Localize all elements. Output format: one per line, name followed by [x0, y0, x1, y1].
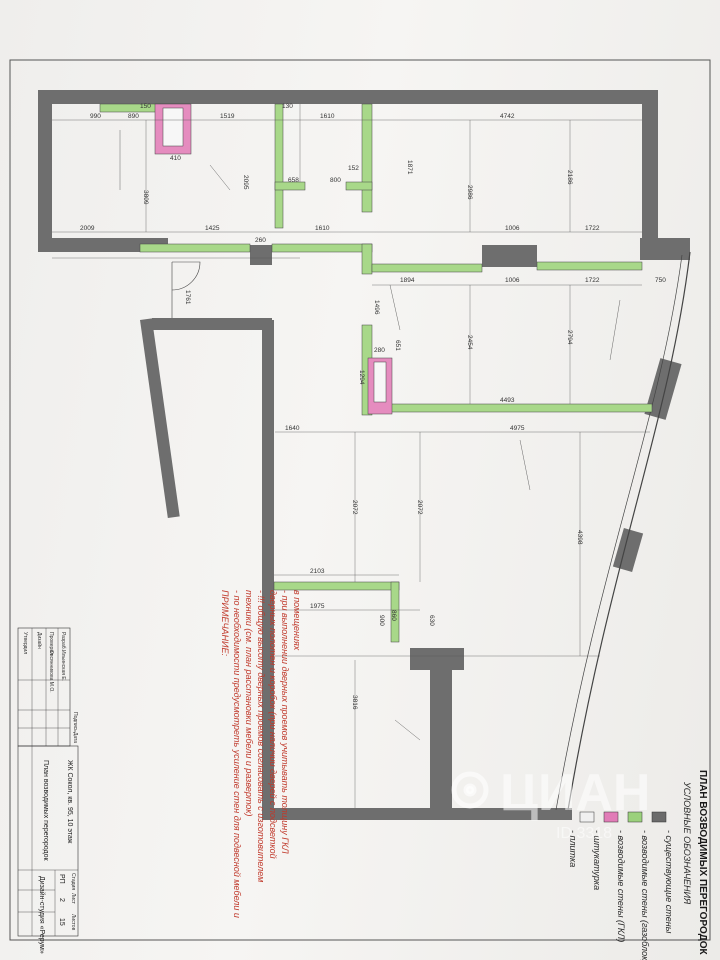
svg-text:750: 750 [655, 277, 666, 284]
legend-swatch-existing [651, 811, 667, 823]
svg-text:130: 130 [282, 103, 293, 110]
svg-text:280: 280 [374, 347, 385, 354]
svg-text:900: 900 [378, 615, 385, 626]
title-row-role: Утвердил [22, 632, 28, 654]
svg-text:3816: 3816 [351, 695, 358, 710]
note-line: в помещениях [292, 590, 302, 651]
sheets-value: 15 [58, 918, 65, 926]
svg-text:152: 152 [348, 165, 359, 172]
svg-text:2794: 2794 [566, 330, 573, 345]
title-row-name: Овсянникова М.О. [48, 650, 54, 693]
legend-swatch-gkl [603, 811, 619, 823]
legend-swatch-plaster [579, 811, 595, 823]
svg-text:2454: 2454 [466, 335, 473, 350]
svg-text:2072: 2072 [416, 500, 423, 515]
legend-label: - плитка [568, 830, 578, 867]
watermark-id: ID 3318 [556, 825, 612, 842]
studio-name: Дизайн-студия «Рерум» [38, 876, 46, 954]
svg-text:1006: 1006 [505, 225, 520, 232]
legend: ПЛАН ВОЗВОДИМЫХ ПЕРЕГОРОДОК УСЛОВНЫЕ ОБО… [568, 770, 708, 960]
floor-plan: 990 890 1519 1610 4742 2009 1425 1610 10… [38, 90, 691, 820]
col-date: Дата [72, 732, 78, 743]
note-line: - при выполнении дверных проемов учитыва… [280, 590, 290, 854]
svg-text:1894: 1894 [400, 277, 415, 284]
svg-text:1761: 1761 [184, 290, 191, 305]
svg-text:890: 890 [128, 113, 139, 120]
title-row-role: Проверил [48, 632, 54, 655]
title-row-role: Разраб. [60, 632, 66, 650]
svg-text:990: 990 [90, 113, 101, 120]
sheet-border [9, 59, 711, 941]
cian-logo-icon [451, 771, 489, 809]
svg-text:860: 860 [390, 610, 397, 621]
svg-text:260: 260 [255, 237, 266, 244]
svg-text:1610: 1610 [315, 225, 330, 232]
svg-text:1425: 1425 [205, 225, 220, 232]
svg-text:800: 800 [330, 177, 341, 184]
sheets-label: Листов [70, 914, 76, 931]
svg-text:3809: 3809 [142, 190, 149, 205]
stage-value: РП [58, 874, 65, 884]
notes-title: ПРИМЕЧАНИЕ: [220, 590, 230, 656]
svg-text:150: 150 [140, 103, 151, 110]
svg-text:1640: 1640 [285, 425, 300, 432]
legend-swatch-gasblock [627, 811, 643, 823]
stage-label: Стадия [70, 873, 76, 890]
svg-text:1496: 1496 [373, 300, 380, 315]
svg-text:4493: 4493 [500, 397, 515, 404]
svg-text:4742: 4742 [500, 113, 515, 120]
watermark-brand: ЦИАН [500, 764, 650, 822]
svg-text:2095: 2095 [242, 175, 249, 190]
note-line: дверных полотен и коробок (при наличии д… [268, 590, 278, 859]
notes-block: ПРИМЕЧАНИЕ: - по необходимости предусмот… [220, 590, 302, 918]
note-line: техники (см. план расстановки мебели и р… [244, 590, 254, 817]
title-block: Разраб. Проверил Дизайн Утвердил Ильинск… [17, 627, 79, 954]
sheet-title: План возводимых перегородок [42, 760, 49, 862]
svg-text:1294: 1294 [358, 370, 365, 385]
note-line: - !!! общую высоту дверных проемов согла… [256, 590, 266, 882]
legend-title: УСЛОВНЫЕ ОБОЗНАЧЕНИЯ [682, 781, 692, 905]
note-line: - по необходимости предусмотреть усилени… [232, 590, 242, 918]
svg-text:1871: 1871 [406, 160, 413, 175]
new-walls-gasblock [99, 103, 653, 643]
svg-text:1519: 1519 [220, 113, 235, 120]
svg-text:630: 630 [428, 615, 435, 626]
project-name: ЖК Сокол, кв. 95, 10 этаж [66, 760, 73, 844]
svg-text:2072: 2072 [351, 500, 358, 515]
existing-walls [38, 90, 690, 820]
sheet-label: Лист [70, 893, 76, 905]
svg-text:2186: 2186 [566, 170, 573, 185]
sheet-value: 2 [58, 898, 65, 902]
dimension-labels: 990 890 1519 1610 4742 2009 1425 1610 10… [80, 103, 666, 710]
watermark: ЦИАН ID 3318 [451, 764, 650, 842]
svg-text:2009: 2009 [80, 225, 95, 232]
legend-label: - существующие стены [664, 830, 674, 934]
svg-text:1722: 1722 [585, 225, 600, 232]
title-row-name: Ильинская Е. [60, 650, 66, 681]
svg-text:4975: 4975 [510, 425, 525, 432]
svg-text:1722: 1722 [585, 277, 600, 284]
svg-text:2986: 2986 [466, 185, 473, 200]
drawing-title: ПЛАН ВОЗВОДИМЫХ ПЕРЕГОРОДОК [697, 770, 708, 956]
svg-text:1975: 1975 [310, 603, 325, 610]
svg-text:1006: 1006 [505, 277, 520, 284]
legend-label: - возводимые стены (ГКЛ) [616, 830, 626, 942]
title-row-role: Дизайн [36, 632, 43, 649]
svg-text:410: 410 [170, 155, 181, 162]
legend-label: - возводимые стены (газоблок) [640, 830, 650, 960]
svg-text:651: 651 [394, 340, 401, 351]
legend-label: - штукатурка [592, 830, 602, 890]
svg-text:1610: 1610 [320, 113, 335, 120]
svg-text:4398: 4398 [576, 530, 583, 545]
col-sign: Подпись [72, 712, 78, 732]
svg-text:658: 658 [288, 177, 299, 184]
svg-text:2103: 2103 [310, 568, 325, 575]
